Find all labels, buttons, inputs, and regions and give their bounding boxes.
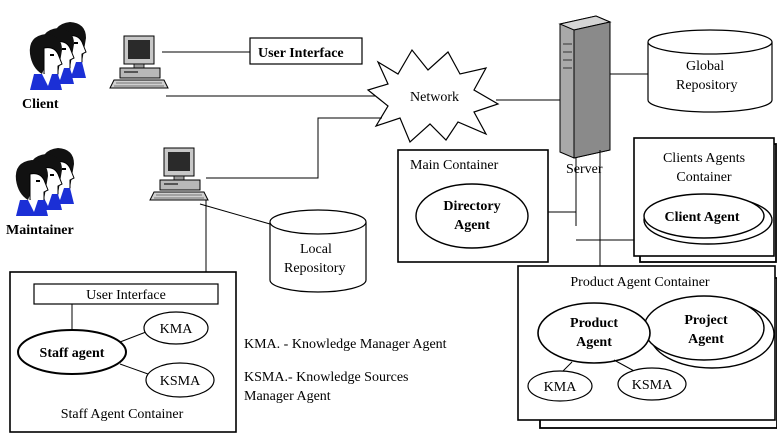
user-interface-box-top xyxy=(249,37,363,65)
local-repository-icon xyxy=(269,209,367,293)
client-agent-label: Client Agent xyxy=(664,210,739,225)
product-ksma-link xyxy=(613,359,637,373)
global-repository-line2: Repository xyxy=(676,78,737,93)
global-repository-icon xyxy=(647,29,773,113)
maintainer-group-icon xyxy=(15,147,75,217)
client-agent-node xyxy=(643,193,765,239)
local-repository-line2: Repository xyxy=(284,261,345,276)
maintainer-local-link xyxy=(199,203,271,225)
product-kma-label: KMA xyxy=(544,380,578,395)
product-container-label: Product Agent Container xyxy=(570,275,710,290)
legend-kma: KMA. - Knowledge Manager Agent xyxy=(244,337,447,352)
directory-agent-node xyxy=(415,183,529,249)
staff-ksma-link xyxy=(119,363,149,375)
user-interface-top-label: User Interface xyxy=(258,46,344,61)
clients-container-line2: Container xyxy=(676,170,732,185)
project-agent-line2: Agent xyxy=(688,332,724,347)
product-agent-node xyxy=(537,302,651,364)
staff-agent-node xyxy=(17,329,127,375)
client-group-icon xyxy=(29,21,87,91)
user-interface-staff-label: User Interface xyxy=(86,288,166,303)
directory-agent-line2: Agent xyxy=(454,218,490,233)
network-maintainer-link xyxy=(206,117,382,179)
staff-ksma-label: KSMA xyxy=(160,374,201,389)
maintainer-label: Maintainer xyxy=(6,223,74,238)
server-label: Server xyxy=(566,162,603,177)
project-agent-node xyxy=(643,295,765,361)
staff-kma-node xyxy=(143,311,209,345)
project-agent-line1: Project xyxy=(684,313,728,328)
server-icon xyxy=(558,15,612,159)
legend-ksma-line2: Manager Agent xyxy=(244,389,331,404)
local-repository-line1: Local xyxy=(300,242,332,257)
user-interface-box-staff xyxy=(33,283,219,305)
product-ksma-label: KSMA xyxy=(632,378,673,393)
main-container-label: Main Container xyxy=(410,158,499,173)
product-agent-line2: Agent xyxy=(576,335,612,350)
clients-container-line1: Clients Agents xyxy=(663,151,745,166)
client-computer-icon xyxy=(109,35,169,89)
maintainer-computer-icon xyxy=(149,147,209,201)
staff-kma-link xyxy=(119,331,147,343)
directory-agent-line1: Directory xyxy=(443,199,500,214)
legend-ksma-line1: KSMA.- Knowledge Sources xyxy=(244,370,408,385)
network-label: Network xyxy=(410,90,459,105)
product-ksma-node xyxy=(617,367,687,401)
staff-kma-label: KMA xyxy=(160,322,194,337)
product-agent-line1: Product xyxy=(570,316,618,331)
staff-ksma-node xyxy=(145,362,215,398)
network-cloud-icon xyxy=(366,48,500,144)
staff-container-label: Staff Agent Container xyxy=(61,407,184,422)
staff-agent-label: Staff agent xyxy=(40,346,105,361)
client-label: Client xyxy=(22,97,59,112)
product-kma-node xyxy=(527,370,593,402)
global-repository-line1: Global xyxy=(686,59,724,74)
